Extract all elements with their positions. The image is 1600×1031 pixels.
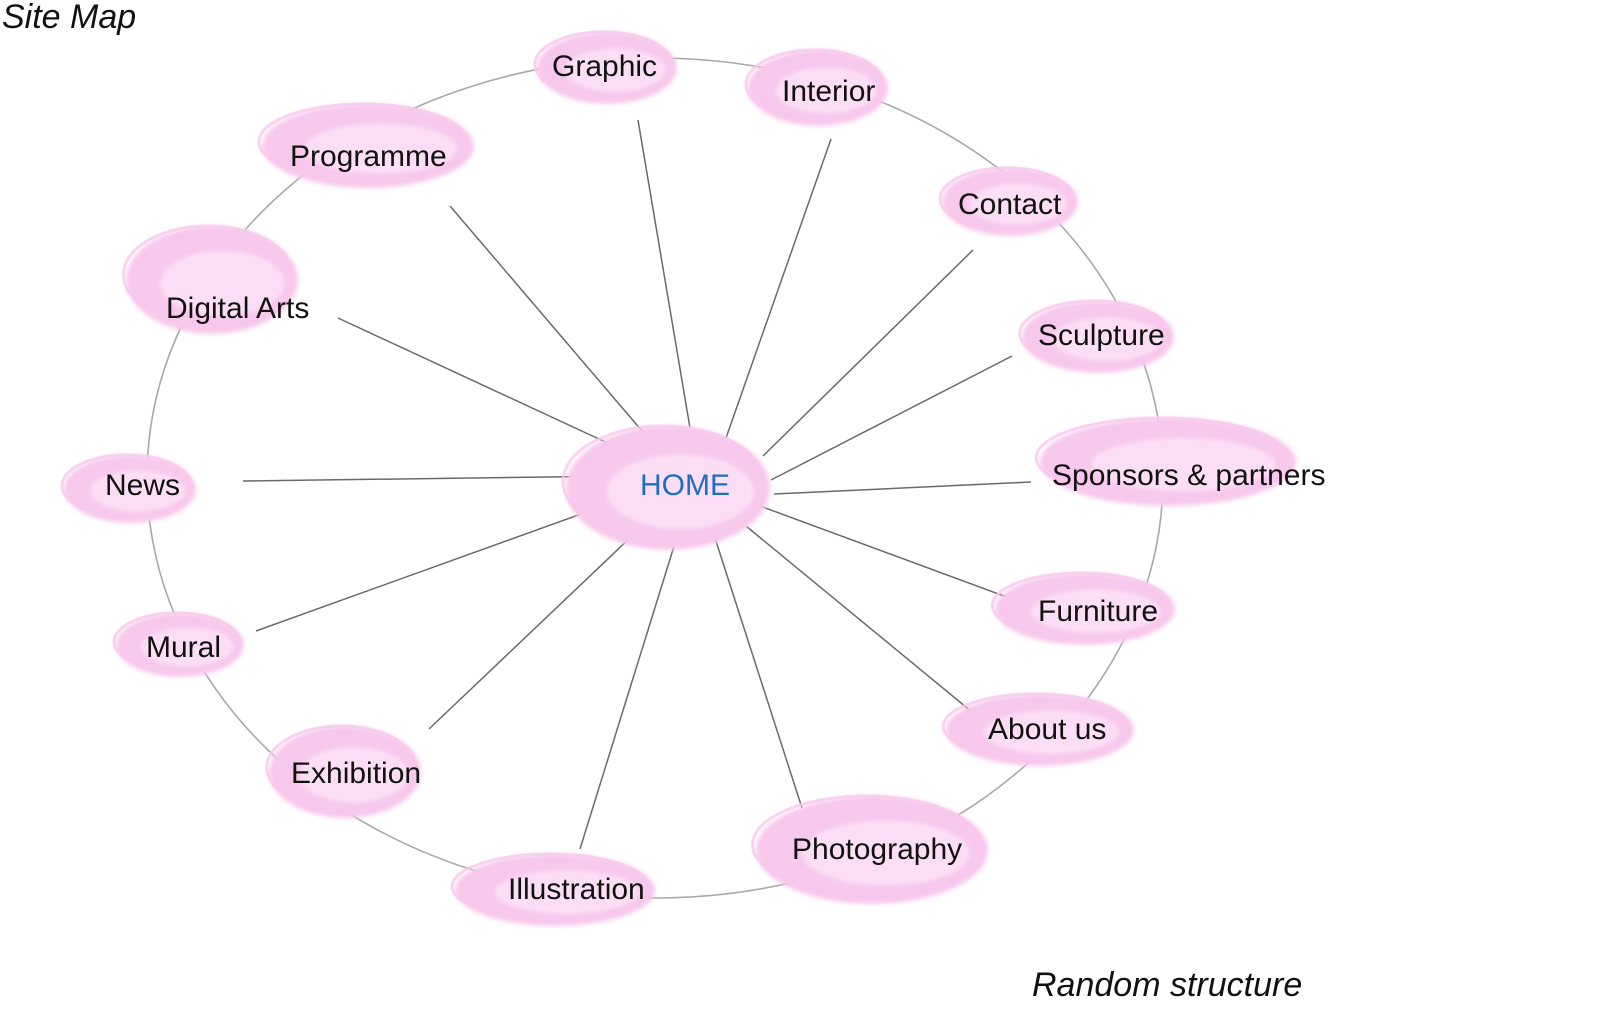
- node-contact-blob-highlight: [969, 183, 1068, 225]
- node-digital-arts-blob-stroke: [121, 224, 294, 325]
- node-news-blob-highlight: [90, 470, 186, 512]
- node-digital-arts[interactable]: Digital Arts: [121, 224, 309, 334]
- node-label-interior: Interior: [782, 75, 875, 108]
- node-label-furniture: Furniture: [1038, 595, 1158, 628]
- node-programme-blob-highlight: [304, 123, 458, 174]
- node-label-contact: Contact: [958, 188, 1062, 221]
- spoke-interior: [725, 138, 832, 439]
- node-furniture-blob-stroke: [990, 571, 1171, 640]
- node-photography-blob-highlight: [802, 820, 970, 886]
- spoke-programme: [449, 205, 649, 439]
- node-label-sculpture: Sculpture: [1038, 319, 1165, 352]
- node-programme[interactable]: Programme: [257, 102, 474, 188]
- node-furniture[interactable]: Furniture: [990, 571, 1175, 645]
- spoke-graphic: [637, 119, 691, 429]
- node-label-about-us: About us: [988, 713, 1106, 746]
- node-exhibition-blob-highlight: [299, 747, 409, 803]
- caption: Random structure: [1032, 966, 1303, 1004]
- spoke-furniture: [759, 505, 1024, 604]
- node-layer: HOME GraphicInteriorProgrammeContactDigit…: [60, 30, 1325, 926]
- spoke-mural: [255, 495, 632, 632]
- node-about-us[interactable]: About us: [941, 692, 1134, 766]
- spoke-about-us: [745, 525, 973, 713]
- node-sponsors-partners-blob-stroke: [1034, 416, 1289, 499]
- spoke-digital-arts: [337, 317, 628, 453]
- node-sponsors-partners-blob-highlight: [1091, 438, 1276, 492]
- node-digital-arts-blob-highlight: [160, 250, 285, 316]
- node-sculpture-blob-highlight: [1052, 317, 1162, 361]
- node-about-us-blob-highlight: [983, 710, 1119, 754]
- node-label-news: News: [105, 469, 180, 502]
- spoke-sponsors-partners: [773, 481, 1032, 495]
- node-sculpture-blob-stroke: [1018, 299, 1171, 368]
- page-title: Site Map: [2, 0, 137, 36]
- node-mural-blob-highlight: [141, 627, 234, 667]
- spoke-exhibition: [428, 516, 653, 730]
- node-furniture-blob-highlight: [1031, 589, 1161, 633]
- node-illustration[interactable]: Illustration: [450, 852, 655, 926]
- node-graphic-blob-stroke: [533, 30, 674, 99]
- node-interior-blob-stroke: [744, 48, 885, 120]
- node-illustration-blob-stroke: [450, 852, 650, 921]
- node-graphic-blob-highlight: [565, 48, 666, 92]
- node-exhibition[interactable]: Exhibition: [265, 724, 421, 818]
- hub-blob-highlight: [606, 454, 754, 529]
- node-exhibition-blob-stroke: [265, 724, 418, 811]
- hub-node-home[interactable]: HOME: [561, 424, 770, 550]
- node-interior[interactable]: Interior: [744, 48, 888, 126]
- hub-blob-stroke: [561, 424, 765, 540]
- node-programme-blob-stroke: [257, 102, 469, 182]
- node-illustration-blob-highlight: [495, 870, 639, 914]
- node-label-programme: Programme: [290, 140, 447, 173]
- node-label-digital-arts: Digital Arts: [166, 292, 309, 325]
- node-photography[interactable]: Photography: [751, 794, 988, 904]
- spoke-sculpture: [770, 355, 1013, 481]
- node-news-blob-stroke: [60, 453, 193, 518]
- node-label-photography: Photography: [792, 833, 962, 866]
- node-about-us-blob-stroke: [941, 692, 1129, 761]
- node-interior-blob-highlight: [776, 67, 877, 114]
- node-contact-blob-stroke: [938, 166, 1075, 231]
- spoke-contact: [762, 249, 974, 457]
- node-graphic[interactable]: Graphic: [533, 30, 677, 104]
- node-sculpture[interactable]: Sculpture: [1018, 299, 1174, 373]
- node-mural-blob-stroke: [112, 611, 242, 673]
- node-label-sponsors-partners: Sponsors & partners: [1052, 459, 1325, 492]
- spoke-photography: [713, 534, 803, 809]
- hub-label: HOME: [640, 469, 730, 502]
- node-label-graphic: Graphic: [552, 50, 657, 83]
- node-news[interactable]: News: [60, 453, 196, 523]
- node-label-illustration: Illustration: [508, 873, 645, 906]
- node-label-mural: Mural: [146, 631, 221, 664]
- node-sponsors-partners[interactable]: Sponsors & partners: [1034, 416, 1325, 506]
- node-photography-blob-stroke: [751, 794, 982, 895]
- spoke-illustration: [579, 526, 681, 850]
- node-mural[interactable]: Mural: [112, 611, 244, 677]
- node-label-exhibition: Exhibition: [291, 757, 421, 790]
- node-contact[interactable]: Contact: [938, 166, 1078, 236]
